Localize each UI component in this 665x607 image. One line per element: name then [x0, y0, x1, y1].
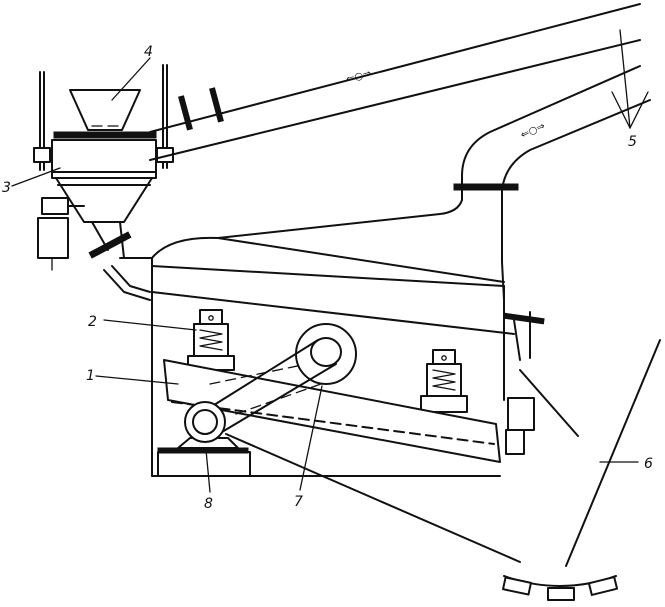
vibrating-deck [163, 357, 501, 463]
svg-text:⇐○⇒: ⇐○⇒ [519, 121, 547, 141]
label-4: 4 [144, 44, 153, 60]
left-support-posts [33, 64, 174, 171]
eccentric-shaft [205, 323, 357, 433]
spring-mount-right [420, 349, 468, 413]
spring-mount-left [187, 309, 235, 371]
drive-motor [157, 401, 521, 563]
side-drive-unit [37, 197, 85, 271]
label-2: 2 [88, 314, 97, 330]
label-7: 7 [294, 494, 303, 510]
leader-lines [11, 29, 649, 493]
label-8: 8 [204, 496, 213, 512]
label-1: 1 [86, 368, 95, 384]
upper-inclined-duct: ⇐○⇒ [149, 3, 641, 161]
feed-hopper [53, 89, 157, 139]
collecting-conveyor [502, 339, 661, 601]
svg-text:⇐○⇒: ⇐○⇒ [345, 68, 372, 85]
label-5: 5 [628, 134, 637, 150]
label-6: 6 [644, 456, 653, 472]
label-3: 3 [2, 180, 11, 196]
right-curved-duct: ⇐○⇒ [217, 65, 651, 301]
part-number-labels: 1 2 3 4 5 6 7 8 [2, 44, 653, 512]
feed-box [51, 139, 157, 301]
